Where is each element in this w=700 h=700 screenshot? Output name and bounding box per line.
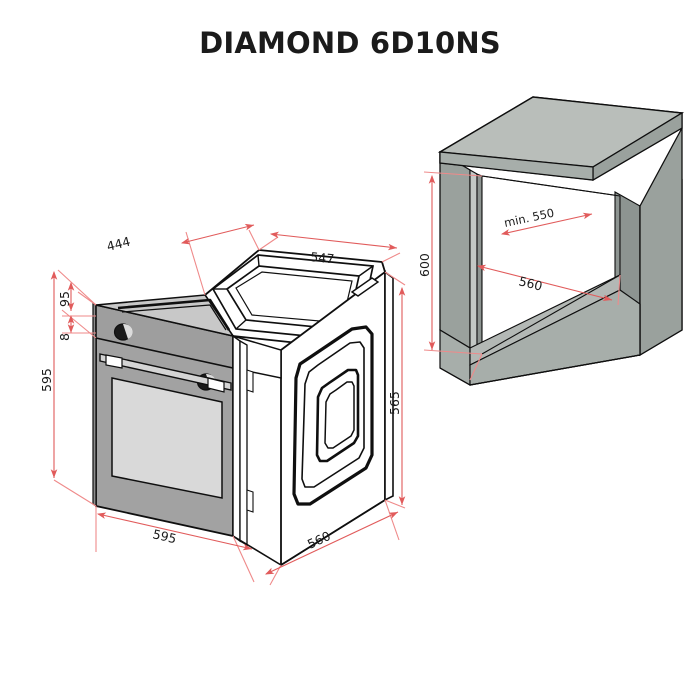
door-handle[interactable]: [99, 353, 232, 393]
dim-560-depth: [265, 511, 399, 575]
oven-side-cavity: [280, 270, 394, 567]
dim-label-560-niche: 560: [517, 273, 544, 293]
oven-dimensions: [50, 223, 406, 586]
dim-label-595-height: 595: [39, 368, 54, 392]
dim-label-95: 95: [57, 291, 72, 307]
dim-444: [180, 223, 255, 245]
dim-label-8: 8: [57, 333, 72, 341]
dim-label-547: 547: [310, 249, 335, 266]
cabinet-dimensions: [423, 171, 621, 381]
dim-595-width: [96, 512, 253, 551]
dim-label-444: 444: [105, 234, 132, 254]
knob-upper[interactable]: [113, 323, 133, 341]
dim-label-595-width: 595: [151, 526, 178, 546]
dim-min-550: [500, 212, 593, 236]
dim-label-565: 565: [387, 391, 402, 415]
dim-label-600: 600: [417, 253, 432, 277]
cabinet-assembly: [437, 96, 685, 387]
dim-560-niche: [476, 264, 613, 302]
page-title: DIAMOND 6D10NS: [199, 26, 501, 60]
dim-547: [269, 231, 398, 251]
oven-assembly: [92, 249, 394, 567]
dim-8: [62, 314, 96, 334]
